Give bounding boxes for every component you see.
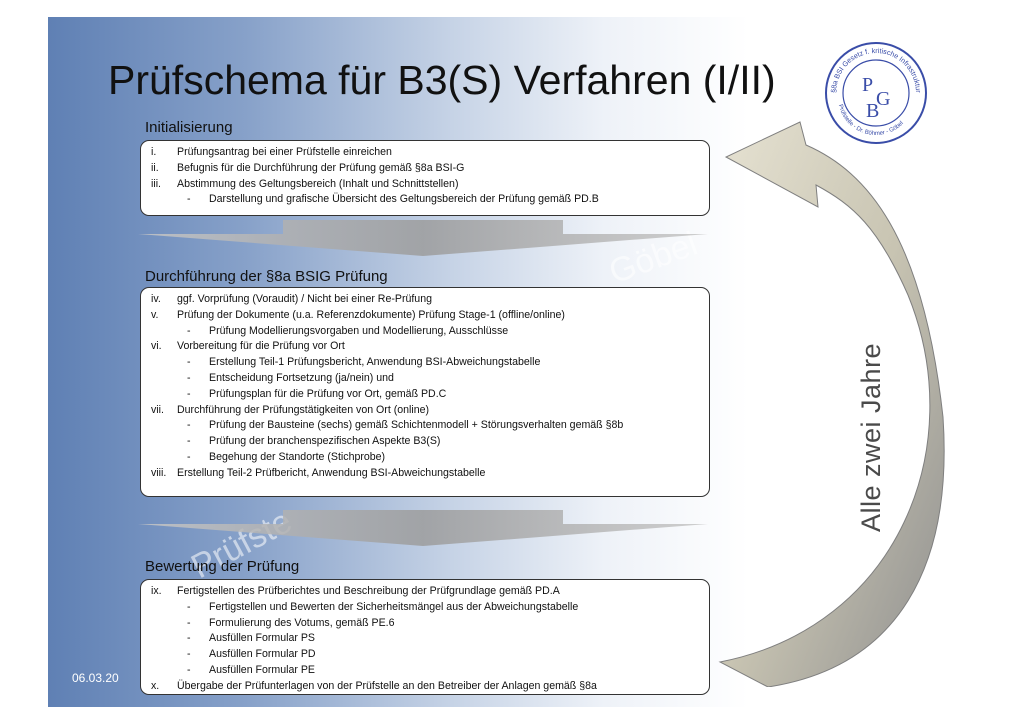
list-item-text: Erstellung Teil-2 Prüfbericht, Anwendung… xyxy=(177,466,486,479)
sub-list-item: - Ausfüllen Formular PS xyxy=(147,631,703,647)
list-item-text: Fertigstellen des Prüfberichtes und Besc… xyxy=(177,585,560,597)
list-marker: - xyxy=(187,193,191,206)
list-item: vi. Vorbereitung für die Prüfung vor Ort xyxy=(147,339,703,355)
section-box-initialisierung: i. Prüfungsantrag bei einer Prüfstelle ei… xyxy=(140,140,710,216)
list-marker: - xyxy=(187,387,191,400)
list-item-text: Prüfungsantrag bei einer Prüfstelle einr… xyxy=(177,146,392,158)
down-arrow-shape xyxy=(138,510,708,546)
list-item: i. Prüfungsantrag bei einer Prüfstelle ei… xyxy=(147,145,703,161)
section-heading-initialisierung: Initialisierung xyxy=(145,119,233,136)
list-item-text: Vorbereitung für die Prüfung vor Ort xyxy=(177,340,345,353)
list-item-text: Prüfung Modellierungsvorgaben und Modell… xyxy=(209,324,509,337)
list-marker: - xyxy=(187,419,191,432)
seal-letter: B xyxy=(866,100,879,122)
list-marker: viii. xyxy=(151,466,167,479)
list-item-text: Erstellung Teil-1 Prüfungsbericht, Anwen… xyxy=(209,356,541,369)
slide: Göbel Prüfste Prüfschema für B3(S) Verfa… xyxy=(48,17,946,707)
list-marker: i. xyxy=(151,146,157,158)
list-item-text: Entscheidung Fortsetzung (ja/nein) und xyxy=(209,371,394,384)
list-item-text: Übergabe der Prüfunterlagen von der Prüf… xyxy=(177,679,597,692)
list-item-text: Prüfungsplan für die Prüfung vor Ort, ge… xyxy=(209,387,447,400)
list-item: v. Prüfung der Dokumente (u.a. Referenzdo… xyxy=(147,308,703,324)
section-box-durchfuehrung: iv. ggf. Vorprüfung (Voraudit) / Nicht be… xyxy=(140,287,710,497)
section-heading-durchfuehrung: Durchführung der §8a BSIG Prüfung xyxy=(145,268,388,285)
list-item-text: Prüfung der Bausteine (sechs) gemäß Schi… xyxy=(209,419,624,432)
list-item-text: Begehung der Standorte (Stichprobe) xyxy=(209,450,386,463)
list-item: iii. Abstimmung des Geltungsbereich (Inha… xyxy=(147,177,703,193)
seal-logo: §8a BSI Gesetz f. kritische Infrastruktu… xyxy=(824,41,927,144)
list-marker: - xyxy=(187,450,191,463)
list-item-text: ggf. Vorprüfung (Voraudit) / Nicht bei e… xyxy=(177,293,432,305)
page-number: 14 xyxy=(902,671,916,685)
list-marker: - xyxy=(187,648,191,661)
sub-list-item: - Erstellung Teil-1 Prüfungsbericht, Anwe… xyxy=(147,355,703,371)
list-item-text: Ausfüllen Formular PE xyxy=(209,663,315,676)
list-marker: - xyxy=(187,616,191,629)
list-marker: vii. xyxy=(151,403,164,416)
sub-list-item: - Ausfüllen Formular PD xyxy=(147,647,703,663)
list-item-text: Prüfung der Dokumente (u.a. Referenzdoku… xyxy=(177,308,565,321)
down-arrow-shape xyxy=(138,220,708,256)
list-item: ii. Befugnis für die Durchführung der Prü… xyxy=(147,161,703,177)
list-marker: - xyxy=(187,632,191,645)
list-marker: - xyxy=(187,435,191,448)
list-marker: iii. xyxy=(151,177,162,190)
list-item-text: Darstellung und grafische Übersicht des … xyxy=(209,193,599,206)
list-marker: ix. xyxy=(151,585,162,597)
list-marker: x. xyxy=(151,679,160,692)
list-item: x. Übergabe der Prüfunterlagen von der Pr… xyxy=(147,679,703,695)
cycle-label: Alle zwei Jahre xyxy=(856,342,886,532)
list-item-text: Prüfung der branchenspezifischen Aspekte… xyxy=(209,435,441,448)
list-item: iv. ggf. Vorprüfung (Voraudit) / Nicht be… xyxy=(147,292,703,308)
list-marker: - xyxy=(187,663,191,676)
list-marker: - xyxy=(187,600,191,613)
list-item-text: Formulierung des Votums, gemäß PE.6 xyxy=(209,616,395,629)
list-item-text: Durchführung der Prüfungstätigkeiten von… xyxy=(177,403,430,416)
sub-list-item: - Ausfüllen Formular PE xyxy=(147,663,703,679)
list-marker: - xyxy=(187,356,191,369)
list-marker: - xyxy=(187,371,191,384)
list-item-text: Ausfüllen Formular PS xyxy=(209,632,315,645)
sub-list-item: - Begehung der Standorte (Stichprobe) xyxy=(147,450,703,466)
seal-letter: G xyxy=(876,88,890,110)
list-marker: v. xyxy=(151,308,159,321)
sub-list-item: - Fertigstellen und Bewerten der Sicherhe… xyxy=(147,600,703,616)
list-marker: ii. xyxy=(151,161,159,174)
sub-list-item: - Prüfung der branchenspezifischen Aspekt… xyxy=(147,434,703,450)
seal-letter: P xyxy=(862,74,873,96)
slide-title: Prüfschema für B3(S) Verfahren (I/II) xyxy=(108,57,776,103)
section-box-bewertung: ix. Fertigstellen des Prüfberichtes und B… xyxy=(140,579,710,695)
cycle-arrow-shape xyxy=(718,121,945,687)
sub-list-item: - Prüfungsplan für die Prüfung vor Ort, g… xyxy=(147,387,703,403)
sub-list-item: - Prüfung Modellierungsvorgaben und Model… xyxy=(147,324,703,340)
list-item-text: Fertigstellen und Bewerten der Sicherhei… xyxy=(209,600,579,613)
list-item: viii. Erstellung Teil-2 Prüfbericht, Anwe… xyxy=(147,466,703,482)
section-heading-bewertung: Bewertung der Prüfung xyxy=(145,558,300,575)
list-item-text: Ausfüllen Formular PD xyxy=(209,648,316,661)
list-item-text: Abstimmung des Geltungsbereich (Inhalt u… xyxy=(177,177,459,190)
list-marker: - xyxy=(187,324,191,337)
list-marker: vi. xyxy=(151,340,162,353)
list-item: ix. Fertigstellen des Prüfberichtes und B… xyxy=(147,584,703,600)
list-item: vii. Durchführung der Prüfungstätigkeiten… xyxy=(147,403,703,419)
sub-list-item: - Darstellung und grafische Übersicht des… xyxy=(147,192,703,208)
sub-list-item: - Entscheidung Fortsetzung (ja/nein) und xyxy=(147,371,703,387)
list-marker: iv. xyxy=(151,293,161,305)
sub-list-item: - Prüfung der Bausteine (sechs) gemäß Sch… xyxy=(147,418,703,434)
list-item-text: Befugnis für die Durchführung der Prüfun… xyxy=(177,161,465,174)
footer-date: 06.03.20 xyxy=(72,671,119,685)
sub-list-item: - Formulierung des Votums, gemäß PE.6 xyxy=(147,616,703,632)
